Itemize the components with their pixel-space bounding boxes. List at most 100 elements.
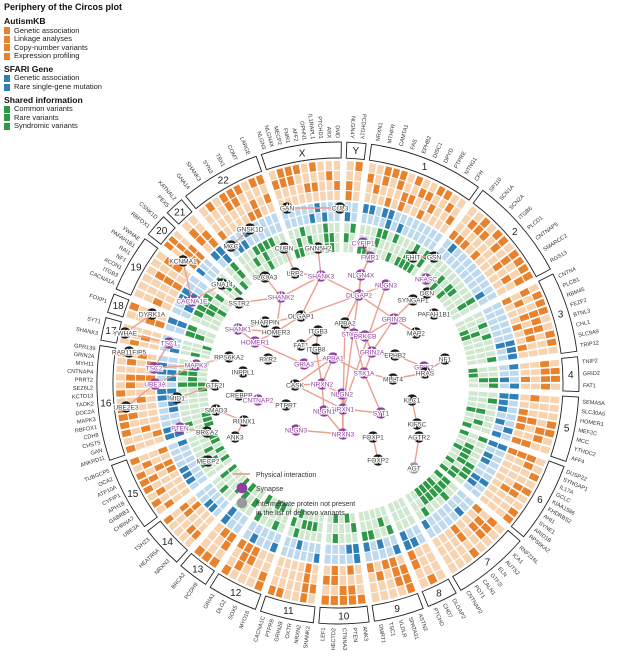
gene-node — [177, 255, 189, 267]
heatmap-cell — [491, 455, 503, 464]
heatmap-cell — [456, 456, 467, 465]
heatmap-cell — [409, 490, 419, 501]
heatmap-cell — [197, 475, 208, 485]
heatmap-cell — [483, 489, 495, 500]
interaction-edge — [353, 333, 365, 374]
gene-node — [337, 403, 349, 415]
heatmap-cell — [483, 285, 494, 296]
heatmap-cell — [235, 231, 245, 242]
heatmap-cell — [142, 431, 153, 440]
heatmap-cell — [468, 373, 478, 378]
heatmap-cell — [423, 263, 433, 274]
heatmap-cell — [207, 542, 219, 555]
heatmap-cell — [419, 495, 429, 506]
heatmap-cell — [268, 224, 277, 235]
heatmap-cell — [542, 322, 554, 331]
heatmap-cell — [324, 243, 330, 253]
heatmap-cell — [327, 202, 334, 212]
heatmap-cell — [468, 432, 479, 440]
heatmap-cell — [331, 575, 338, 585]
heatmap-cell — [188, 398, 199, 404]
heatmap-cell — [401, 225, 410, 236]
heatmap-cell — [308, 594, 316, 604]
gene-node — [312, 325, 324, 337]
heatmap-cell — [154, 320, 166, 329]
heatmap-cell — [175, 513, 187, 524]
heatmap-cell — [456, 489, 467, 500]
heatmap-cell — [144, 466, 156, 476]
heatmap-cell — [383, 568, 393, 580]
heatmap-cell — [462, 339, 473, 346]
heatmap-cell — [505, 339, 515, 347]
heatmap-cell — [281, 253, 289, 264]
gene-node-label: SSTR2 — [228, 300, 250, 307]
heatmap-cell — [213, 535, 225, 547]
heatmap-cell — [491, 229, 503, 241]
heatmap-cell — [172, 476, 184, 486]
heatmap-cell — [195, 251, 205, 261]
heatmap-cell — [129, 419, 140, 428]
heatmap-cell — [432, 523, 442, 535]
gene-label: AFF4 — [570, 456, 585, 466]
heatmap-cell — [170, 448, 181, 457]
chromosome-label: 16 — [100, 398, 112, 409]
heatmap-cell — [487, 398, 498, 405]
heatmap-cell — [237, 474, 247, 484]
heatmap-cell — [257, 242, 266, 253]
heatmap-cell — [266, 202, 276, 214]
heatmap-cell — [527, 342, 537, 350]
heatmap-cell — [149, 343, 159, 350]
heatmap-cell — [370, 194, 378, 204]
heatmap-cell — [466, 320, 477, 329]
heatmap-cell — [450, 259, 461, 270]
heatmap-cell — [215, 245, 226, 257]
heatmap-cell — [454, 234, 465, 246]
heatmap-cell — [396, 554, 406, 566]
heatmap-cell — [317, 522, 323, 533]
gene-node-label: UBE2E3 — [113, 404, 139, 411]
gene-label: RBM45 — [566, 287, 586, 299]
heatmap-cell — [519, 287, 531, 298]
heatmap-cell — [464, 461, 475, 470]
heatmap-cell — [175, 459, 187, 469]
heatmap-cell — [199, 263, 210, 273]
heatmap-cell — [139, 453, 150, 462]
heatmap-cell — [384, 219, 392, 230]
heatmap-cell — [437, 545, 448, 557]
heatmap-cell — [215, 480, 226, 490]
heatmap-cell — [369, 509, 376, 519]
heatmap-cell — [417, 246, 426, 257]
heatmap-cell — [194, 222, 206, 234]
heatmap-cell — [355, 161, 363, 172]
heatmap-cell — [242, 202, 252, 213]
gene-label: MAPK3 — [77, 417, 97, 426]
heatmap-cell — [442, 459, 452, 468]
heatmap-cell — [539, 403, 549, 411]
heatmap-cell — [494, 449, 505, 458]
gene-node — [316, 378, 328, 390]
heatmap-cell — [273, 532, 282, 544]
heatmap-cell — [128, 412, 139, 420]
heatmap-cell — [241, 563, 252, 575]
heatmap-cell — [399, 563, 409, 575]
heatmap-cell — [261, 561, 272, 573]
interaction-edge — [300, 294, 360, 317]
heatmap-cell — [550, 367, 560, 375]
heatmap-cell — [461, 466, 472, 475]
heatmap-cell — [507, 353, 518, 360]
gene-label: SCN2A — [509, 194, 527, 212]
gene-node — [237, 366, 249, 378]
heatmap-cell — [202, 292, 214, 303]
heatmap-cell — [540, 376, 550, 382]
gene-label: RGS13 — [549, 250, 568, 264]
heatmap-cell — [420, 200, 430, 211]
heatmap-cell — [251, 232, 261, 244]
gene-node — [295, 339, 307, 351]
heatmap-cell — [250, 271, 259, 282]
gene-node — [223, 351, 235, 363]
heatmap-cell — [212, 441, 223, 449]
heatmap-cell — [181, 415, 192, 423]
heatmap-cell — [116, 382, 126, 389]
gene-node-label: NRXN2 — [311, 381, 334, 388]
